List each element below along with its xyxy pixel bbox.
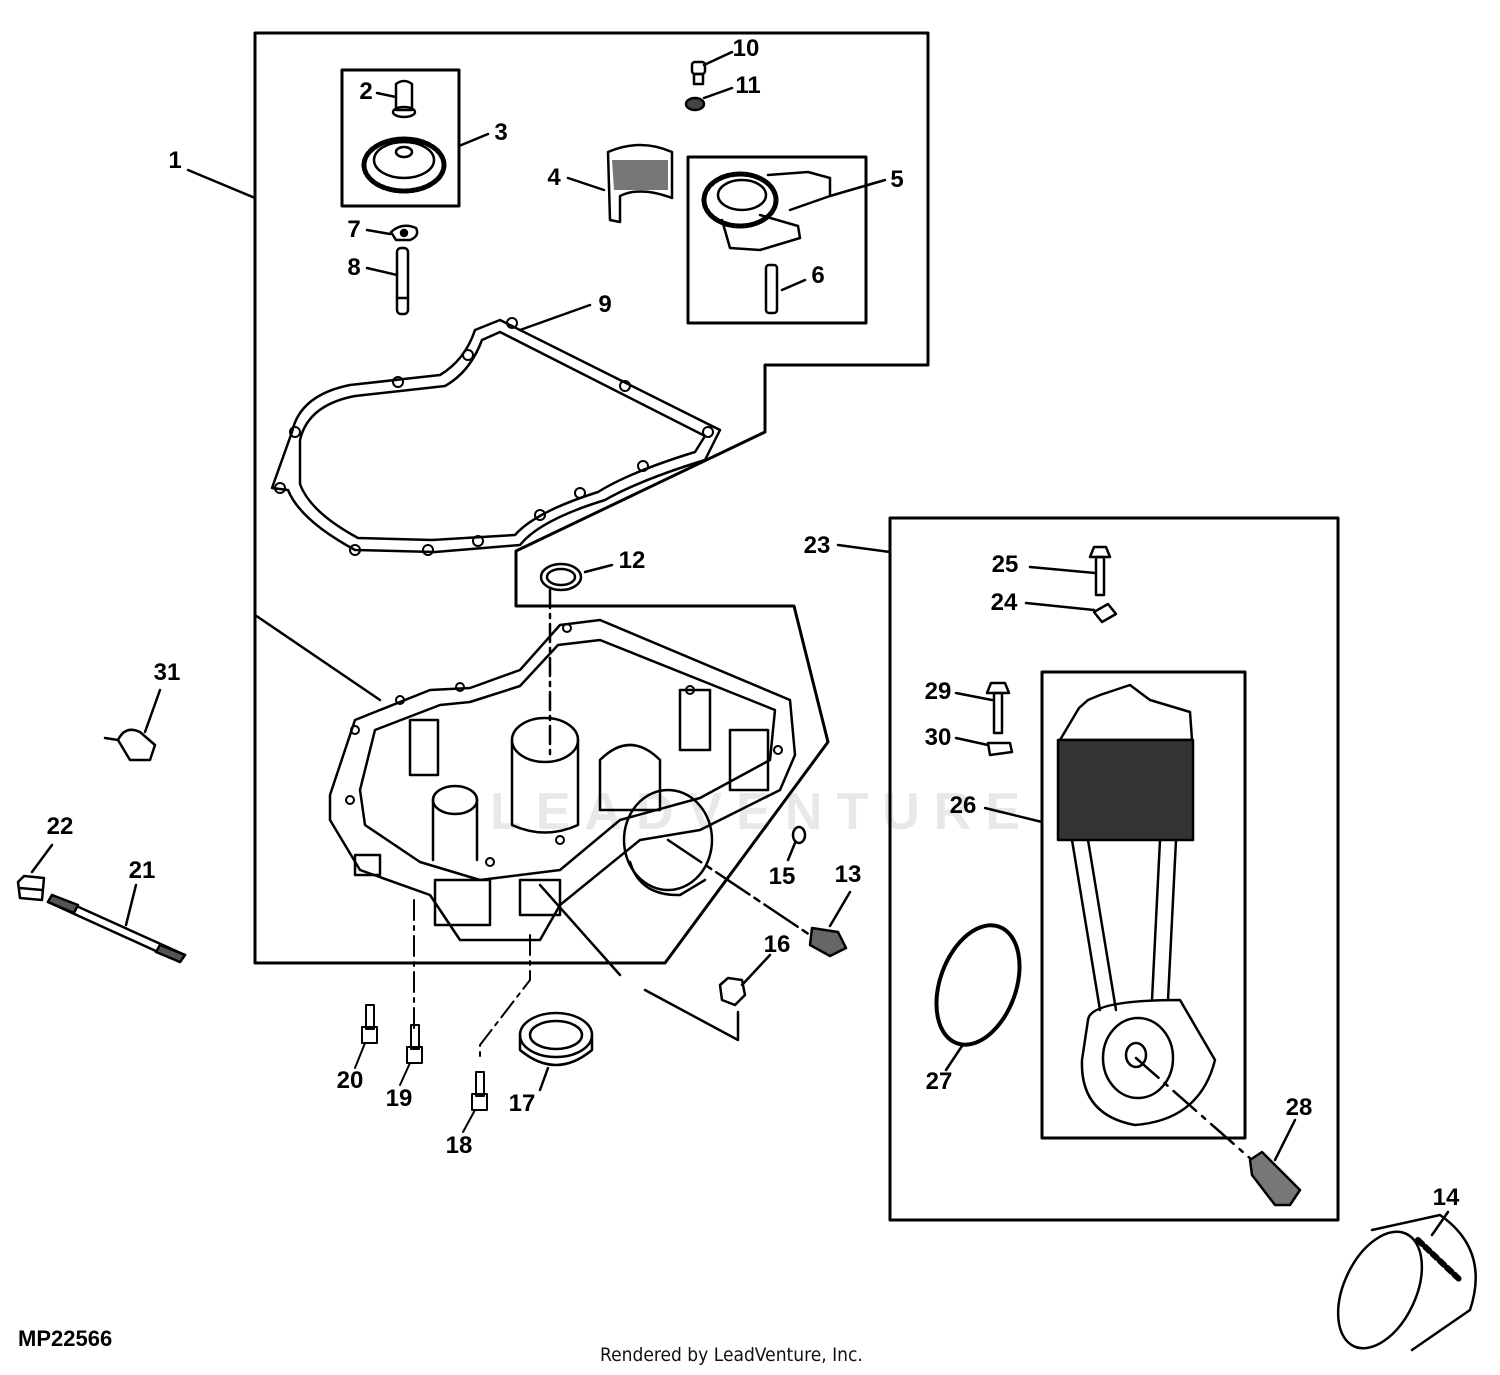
part-18-bolt [462,1071,488,1133]
part-19-bolt [399,1024,423,1086]
callout-18[interactable]: 18 [445,1132,473,1159]
callout-19[interactable]: 19 [385,1085,413,1112]
callout-9[interactable]: 9 [598,291,612,318]
callout-4[interactable]: 4 [547,164,561,191]
part-10-screw [690,50,734,86]
part-20-bolt [354,1004,378,1069]
callout-22[interactable]: 22 [46,813,74,840]
part-22-plug [16,843,54,902]
callout-30[interactable]: 30 [924,724,952,751]
part-25-screw [1028,545,1112,597]
part-5-oil-pump [701,170,887,252]
part-21-stud [46,883,187,964]
part-2-pin [375,79,417,119]
kit-box-23 [888,516,1340,1222]
callout-16[interactable]: 16 [763,931,791,958]
part-26-oil-cooler [983,683,1217,1127]
callout-10[interactable]: 10 [732,35,760,62]
callout-28[interactable]: 28 [1285,1094,1313,1121]
part-29-screw [954,681,1011,735]
callout-20[interactable]: 20 [336,1067,364,1094]
callout-31[interactable]: 31 [153,659,181,686]
callout-13[interactable]: 13 [834,861,862,888]
callout-14[interactable]: 14 [1432,1184,1460,1211]
part-16-nut [538,883,772,1042]
diagram-id-label: MP22566 [18,1326,113,1351]
callout-15[interactable]: 15 [768,863,796,890]
callout-29[interactable]: 29 [924,678,952,705]
callout-23[interactable]: 23 [803,532,831,559]
callout-25[interactable]: 25 [991,551,1019,578]
oil-pan-body [328,618,797,942]
part-30-spacer [954,736,1014,757]
part-15-nut [786,825,807,862]
part-13-fitting [666,838,852,958]
callout-11[interactable]: 11 [735,72,761,99]
callout-6[interactable]: 6 [811,262,825,289]
callout-1[interactable]: 1 [168,147,182,174]
part-9-gasket [270,303,722,556]
callout-12[interactable]: 12 [618,547,646,574]
part-12-o-ring [539,562,614,762]
leader-1b [253,613,382,702]
subassembly-box-3 [340,68,461,208]
part-27-o-ring [934,923,1022,1072]
subassembly-box-5 [686,155,868,325]
leader-23 [836,543,892,554]
part-7-washer [365,224,419,242]
callout-2[interactable]: 2 [359,78,373,105]
part-14-oil-filter [1336,1210,1477,1352]
credit-text: Rendered by LeadVenture, Inc. [600,1344,863,1366]
callout-17[interactable]: 17 [508,1090,536,1117]
part-17-seal [518,1011,594,1092]
part-4-bearing [566,143,674,224]
leader-1 [186,168,257,200]
part-24-clip [1024,601,1118,624]
callout-3[interactable]: 3 [494,119,508,146]
callout-7[interactable]: 7 [347,216,361,243]
callout-5[interactable]: 5 [890,166,904,193]
part-11-washer [684,86,734,112]
part-3-gear [361,132,490,194]
callout-21[interactable]: 21 [128,857,156,884]
part-8-shaft [365,246,410,316]
assembly-1-outline [253,31,930,965]
part-31-switch [103,688,162,762]
bolt-18-path [479,934,531,1061]
part-28-fitting [1134,1056,1302,1207]
subassembly-box-26 [1040,670,1247,1140]
callout-27[interactable]: 27 [925,1068,953,1095]
part-6-pump-shaft [764,263,807,315]
callout-8[interactable]: 8 [347,254,361,281]
callout-26[interactable]: 26 [949,792,977,819]
callout-24[interactable]: 24 [990,589,1018,616]
